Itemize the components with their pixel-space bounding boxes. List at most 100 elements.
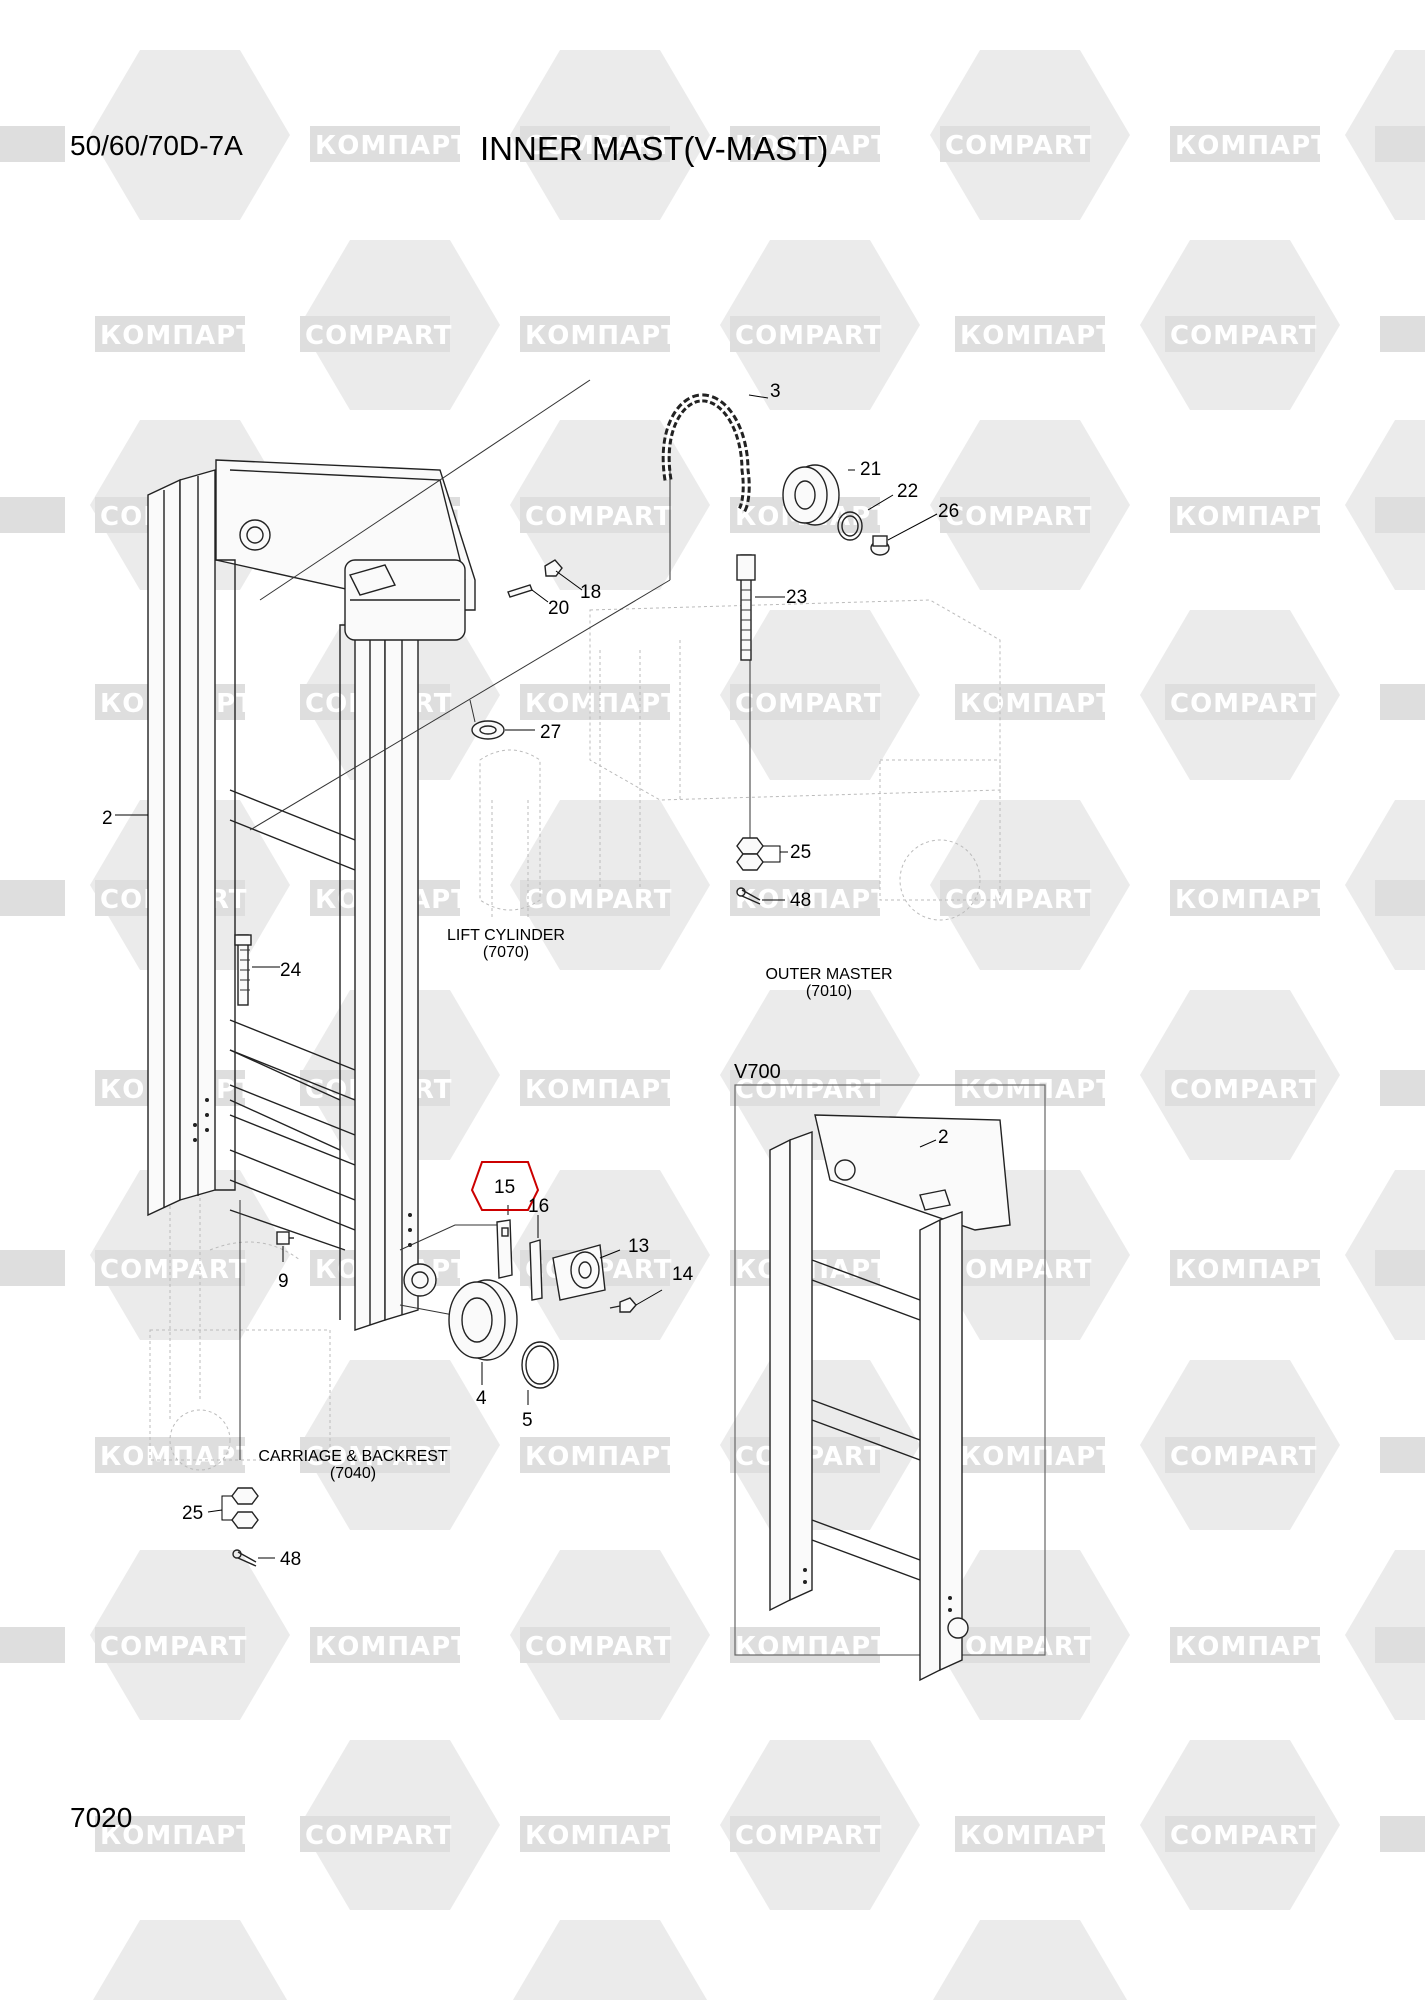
svg-text:КОМПАРТ: КОМПАРТ [525, 1821, 680, 1851]
svg-text:COMPART: COMPART [100, 1632, 247, 1662]
svg-text:КОМПАРТ: КОМПАРТ [960, 1442, 1115, 1472]
svg-text:COMPART: COMPART [525, 502, 672, 532]
part-label-2: 2 [102, 808, 113, 829]
variant-inset [734, 1084, 1046, 1682]
ghost-outer-mast [589, 599, 1001, 921]
svg-text:COMPART: COMPART [1170, 321, 1317, 351]
svg-text:COMPART: COMPART [100, 1255, 247, 1285]
svg-text:КОМПАРТ: КОМПАРТ [100, 1821, 255, 1851]
svg-text:КОМПАРТ: КОМПАРТ [315, 1632, 470, 1662]
ghost-lift-cylinder [479, 749, 541, 920]
chain-part [661, 393, 751, 513]
svg-text:КОМПАРТ: КОМПАРТ [525, 321, 680, 351]
svg-text:COMPART: COMPART [735, 1075, 882, 1105]
outer-master-code: (7010) [806, 983, 852, 1000]
svg-text:КОМПАРТ: КОМПАРТ [960, 689, 1115, 719]
part-label-14: 14 [672, 1264, 694, 1285]
page-title: INNER MAST(V-MAST) [480, 130, 829, 167]
nuts-upper-part [736, 837, 764, 871]
nipple-part [870, 535, 890, 556]
svg-text:КОМПАРТ: КОМПАРТ [1175, 502, 1330, 532]
roller-bracket-13-part [552, 1244, 606, 1301]
part-label-16: 16 [528, 1196, 549, 1217]
svg-text:КОМПАРТ: КОМПАРТ [525, 689, 680, 719]
svg-text:КОМПАРТ: КОМПАРТ [315, 131, 470, 161]
nipple-9-part [276, 1231, 294, 1245]
part-label-5: 5 [522, 1410, 533, 1431]
svg-text:COMPART: COMPART [525, 131, 672, 161]
part-label-25-upper: 25 [790, 842, 811, 863]
pin-20-part [507, 584, 533, 598]
svg-text:COMPART: COMPART [1170, 689, 1317, 719]
snap-ring-part [837, 511, 863, 541]
bolt-14-part [609, 1297, 637, 1313]
projection-lines [239, 379, 751, 1460]
svg-text:КОМПАРТ: КОМПАРТ [100, 1442, 255, 1472]
svg-text:COMPART: COMPART [305, 1821, 452, 1851]
plate-15-part [496, 1219, 513, 1279]
part-label-3: 3 [770, 381, 781, 402]
svg-text:COMPART: COMPART [735, 321, 882, 351]
svg-text:КОМПАРТ: КОМПАРТ [735, 131, 890, 161]
outer-master-name: OUTER MASTER [765, 966, 892, 983]
svg-text:COMPART: COMPART [945, 1632, 1092, 1662]
svg-text:COMPART: COMPART [305, 321, 452, 351]
lift-cylinder-name: LIFT CYLINDER [447, 927, 565, 944]
ghost-carriage [149, 1170, 331, 1471]
part-label-25-lower: 25 [182, 1503, 203, 1524]
part-label-15: 15 [494, 1177, 515, 1198]
svg-text:COMPART: COMPART [945, 1255, 1092, 1285]
sheave-part [782, 464, 840, 526]
svg-text:КОМПАРТ: КОМПАРТ [960, 1075, 1115, 1105]
svg-text:COMPART: COMPART [305, 1442, 452, 1472]
part-label-48-upper: 48 [790, 890, 811, 911]
svg-text:COMPART: COMPART [1170, 1442, 1317, 1472]
snap-ring-5-part [521, 1341, 559, 1389]
part-label-20: 20 [548, 598, 569, 619]
highlight-marker [470, 1161, 540, 1211]
split-pin-upper-part [736, 887, 761, 905]
part-label-22: 22 [897, 481, 918, 502]
svg-text:КОМПАРТ: КОМПАРТ [525, 1442, 680, 1472]
carriage-backrest-name: CARRIAGE & BACKREST [258, 1448, 448, 1465]
svg-text:COMPART: COMPART [735, 689, 882, 719]
inner-mast-assembly [147, 459, 476, 1331]
split-pin-lower-part [232, 1549, 257, 1567]
svg-text:COMPART: COMPART [525, 885, 672, 915]
variant-label: V700 [734, 1061, 781, 1083]
svg-text:COMPART: COMPART [1170, 1075, 1317, 1105]
page-number: 7020 [70, 1802, 133, 1833]
svg-text:КОМПАРТ: КОМПАРТ [960, 321, 1115, 351]
svg-text:КОМПАРТ: КОМПАРТ [1175, 885, 1330, 915]
part-label-23: 23 [786, 587, 807, 608]
shim-16-part [529, 1239, 543, 1301]
svg-text:КОМПАРТ: КОМПАРТ [735, 1632, 890, 1662]
carriage-backrest-code: (7040) [330, 1465, 376, 1482]
svg-text:КОМПАРТ: КОМПАРТ [960, 1821, 1115, 1851]
part-label-21: 21 [860, 459, 881, 480]
svg-text:COMPART: COMPART [945, 502, 1092, 532]
svg-text:COMPART: COMPART [1170, 1821, 1317, 1851]
part-label-48-lower: 48 [280, 1549, 301, 1570]
bearing-part [448, 1279, 518, 1361]
part-label-2-inset: 2 [938, 1127, 949, 1148]
part-label-27: 27 [540, 722, 561, 743]
part-label-4: 4 [476, 1388, 487, 1409]
model-label: 50/60/70D-7A [70, 130, 243, 161]
svg-text:КОМПАРТ: КОМПАРТ [525, 1075, 680, 1105]
part-label-9: 9 [278, 1271, 289, 1292]
part-label-13: 13 [628, 1236, 649, 1257]
svg-text:КОМПАРТ: КОМПАРТ [1175, 1255, 1330, 1285]
svg-text:КОМПАРТ: КОМПАРТ [1175, 131, 1330, 161]
washer-27-part [471, 720, 505, 740]
svg-text:COMPART: COMPART [735, 1821, 882, 1851]
anchor-bolt-part [736, 554, 756, 661]
svg-text:COMPART: COMPART [945, 131, 1092, 161]
svg-text:КОМПАРТ: КОМПАРТ [1175, 1632, 1330, 1662]
part-label-26: 26 [938, 501, 959, 522]
lift-cylinder-code: (7070) [483, 944, 529, 961]
svg-text:КОМПАРТ: КОМПАРТ [100, 321, 255, 351]
svg-text:COMPART: COMPART [525, 1632, 672, 1662]
svg-text:КОМПАРТ: КОМПАРТ [735, 885, 890, 915]
